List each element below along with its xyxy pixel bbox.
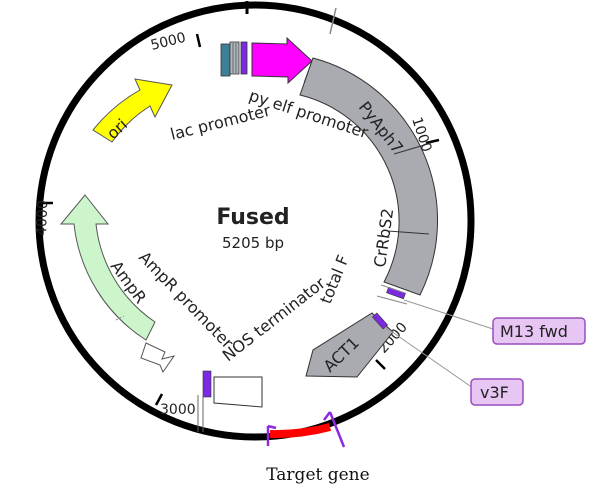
m13-fwd-text: M13 fwd [500,322,568,341]
tick-mark-2000 [375,359,386,370]
pyaph7-divider [393,142,432,155]
crrbs2-divider [387,230,430,235]
lac-promoter-block [220,43,231,77]
plasmid-size: 5205 bp [222,234,284,252]
ampr-promoter-label: AmpR promoter [135,248,237,353]
ampr-arrow [59,194,156,341]
nos-primer-site [202,370,212,398]
target-gene-arc [269,423,332,439]
m13-fwd-label: M13 fwd [492,317,586,345]
ampr-dash-1 [115,315,125,321]
m13-marker-1 [380,284,406,294]
v3f-label: v3F [470,378,524,406]
v3f-text: v3F [480,383,509,402]
plasmid-name: Fused [216,205,289,230]
lac-promoter-label: lac promoter [168,101,272,144]
v3f-pointer [384,326,474,389]
py-elf-promoter-arrow [251,36,313,85]
m13-pointer [403,299,497,331]
target-primer-left [266,424,277,446]
primer-site-top [240,41,248,75]
ori-arrow [92,78,173,143]
tick-label-4000: 4000 [34,200,51,236]
target-primer-right [323,411,346,448]
plasmid-backbone [35,1,475,441]
m13-marker-2 [376,295,408,305]
feature-tick-top [329,7,337,35]
ampr-promoter-arrow [140,342,176,374]
tick-mark-5000 [195,33,202,48]
pyaph7-crrbs2-arc [299,57,439,296]
act1-arc [305,312,394,378]
tick-label-3000: 3000 [160,402,196,418]
tick-mark-3000 [154,393,164,406]
nos-terminator-box [213,376,263,408]
lac-operator-block [229,41,240,75]
tick-mark-1000 [425,138,440,145]
target-gene-caption: Target gene [266,465,369,485]
